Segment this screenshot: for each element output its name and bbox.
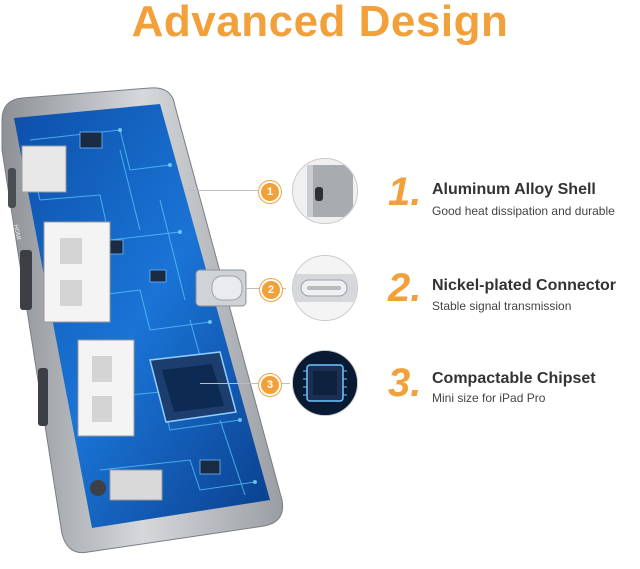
usb-c-connector-closeup-icon	[292, 255, 358, 321]
feature-3-subtitle: Mini size for iPad Pro	[432, 391, 546, 405]
feature-2-subtitle: Stable signal transmission	[432, 299, 572, 313]
callout-line-3	[200, 383, 290, 384]
feature-2-title: Nickel-plated Connector	[432, 277, 617, 294]
feature-2-number: 2.	[388, 266, 422, 310]
feature-3-title: Compactable Chipset	[432, 370, 596, 387]
feature-1-title: Aluminum Alloy Shell	[432, 181, 596, 198]
hdmi-port-label: HDMI	[12, 224, 21, 241]
feature-1-number: 1.	[388, 170, 422, 214]
aluminum-shell-closeup-icon	[292, 158, 358, 224]
chipset-closeup-icon	[292, 350, 358, 416]
callout-line-1	[185, 190, 273, 191]
marker-2: 2	[260, 279, 282, 301]
feature-1-subtitle: Good heat dissipation and durable	[432, 204, 615, 218]
marker-3: 3	[259, 374, 281, 396]
marker-1: 1	[259, 181, 281, 203]
feature-3-number: 3.	[388, 361, 422, 405]
page-title: Advanced Design	[131, 0, 509, 46]
